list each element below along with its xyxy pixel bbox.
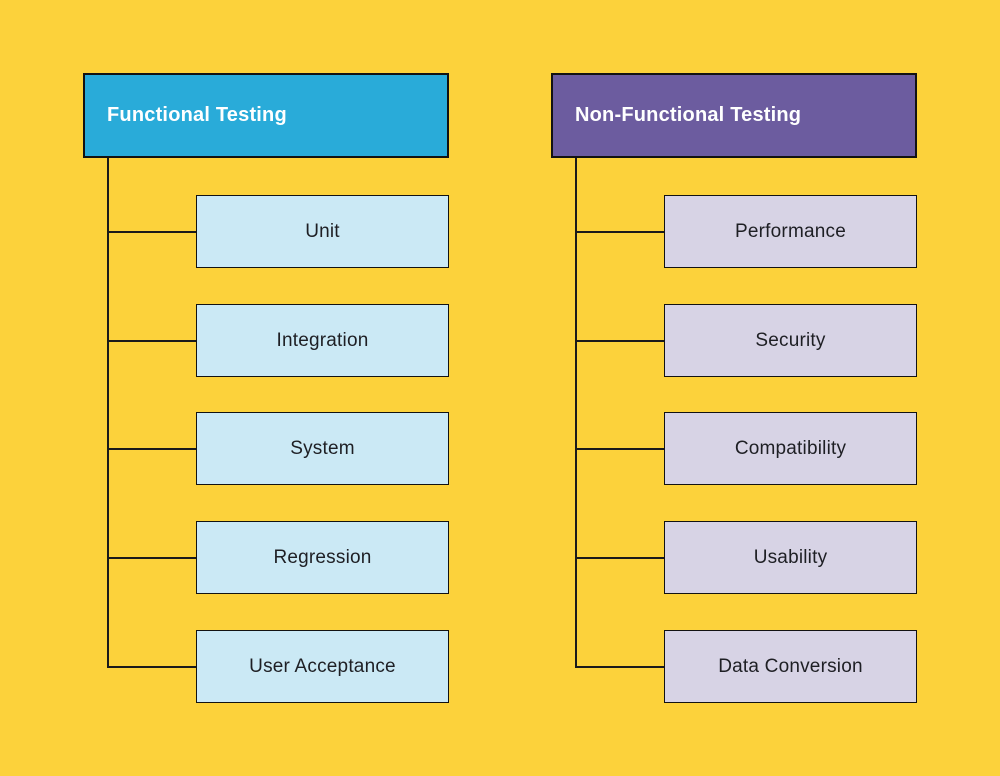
node-regression-label: Regression xyxy=(273,546,372,568)
connector-line-system xyxy=(108,448,196,450)
node-unit: Unit xyxy=(196,195,449,268)
node-integration-label: Integration xyxy=(276,329,369,351)
node-performance: Performance xyxy=(664,195,917,268)
functional-testing-header-label: Functional Testing xyxy=(107,104,287,126)
node-compatibility: Compatibility xyxy=(664,412,917,485)
node-unit-label: Unit xyxy=(305,220,340,242)
connector-line-usability xyxy=(576,557,664,559)
node-system: System xyxy=(196,412,449,485)
node-compatibility-label: Compatibility xyxy=(734,437,847,459)
connector-line-integration xyxy=(108,340,196,342)
node-regression: Regression xyxy=(196,521,449,594)
node-user-acceptance: User Acceptance xyxy=(196,630,449,703)
node-data-conversion-label: Data Conversion xyxy=(718,655,863,677)
connector-line-performance xyxy=(576,231,664,233)
node-usability-label: Usability xyxy=(753,546,828,568)
node-performance-label: Performance xyxy=(735,220,846,242)
node-security: Security xyxy=(664,304,917,377)
functional-trunk-line xyxy=(107,158,109,668)
connector-line-user-acceptance xyxy=(108,666,196,668)
non-functional-testing-header: Non-Functional Testing xyxy=(551,73,917,158)
non-functional-trunk-line xyxy=(575,158,577,668)
node-data-conversion: Data Conversion xyxy=(664,630,917,703)
connector-line-unit xyxy=(108,231,196,233)
node-user-acceptance-label: User Acceptance xyxy=(249,655,396,677)
non-functional-testing-header-label: Non-Functional Testing xyxy=(575,104,802,126)
node-integration: Integration xyxy=(196,304,449,377)
functional-testing-branch: Functional Testing Unit Integration Syst… xyxy=(83,73,449,713)
connector-line-data-conversion xyxy=(576,666,664,668)
connector-line-compatibility xyxy=(576,448,664,450)
connector-line-regression xyxy=(108,557,196,559)
functional-testing-header: Functional Testing xyxy=(83,73,449,158)
non-functional-testing-branch: Non-Functional Testing Performance Secur… xyxy=(551,73,917,713)
node-security-label: Security xyxy=(755,329,826,351)
connector-line-security xyxy=(576,340,664,342)
node-system-label: System xyxy=(290,437,355,459)
node-usability: Usability xyxy=(664,521,917,594)
